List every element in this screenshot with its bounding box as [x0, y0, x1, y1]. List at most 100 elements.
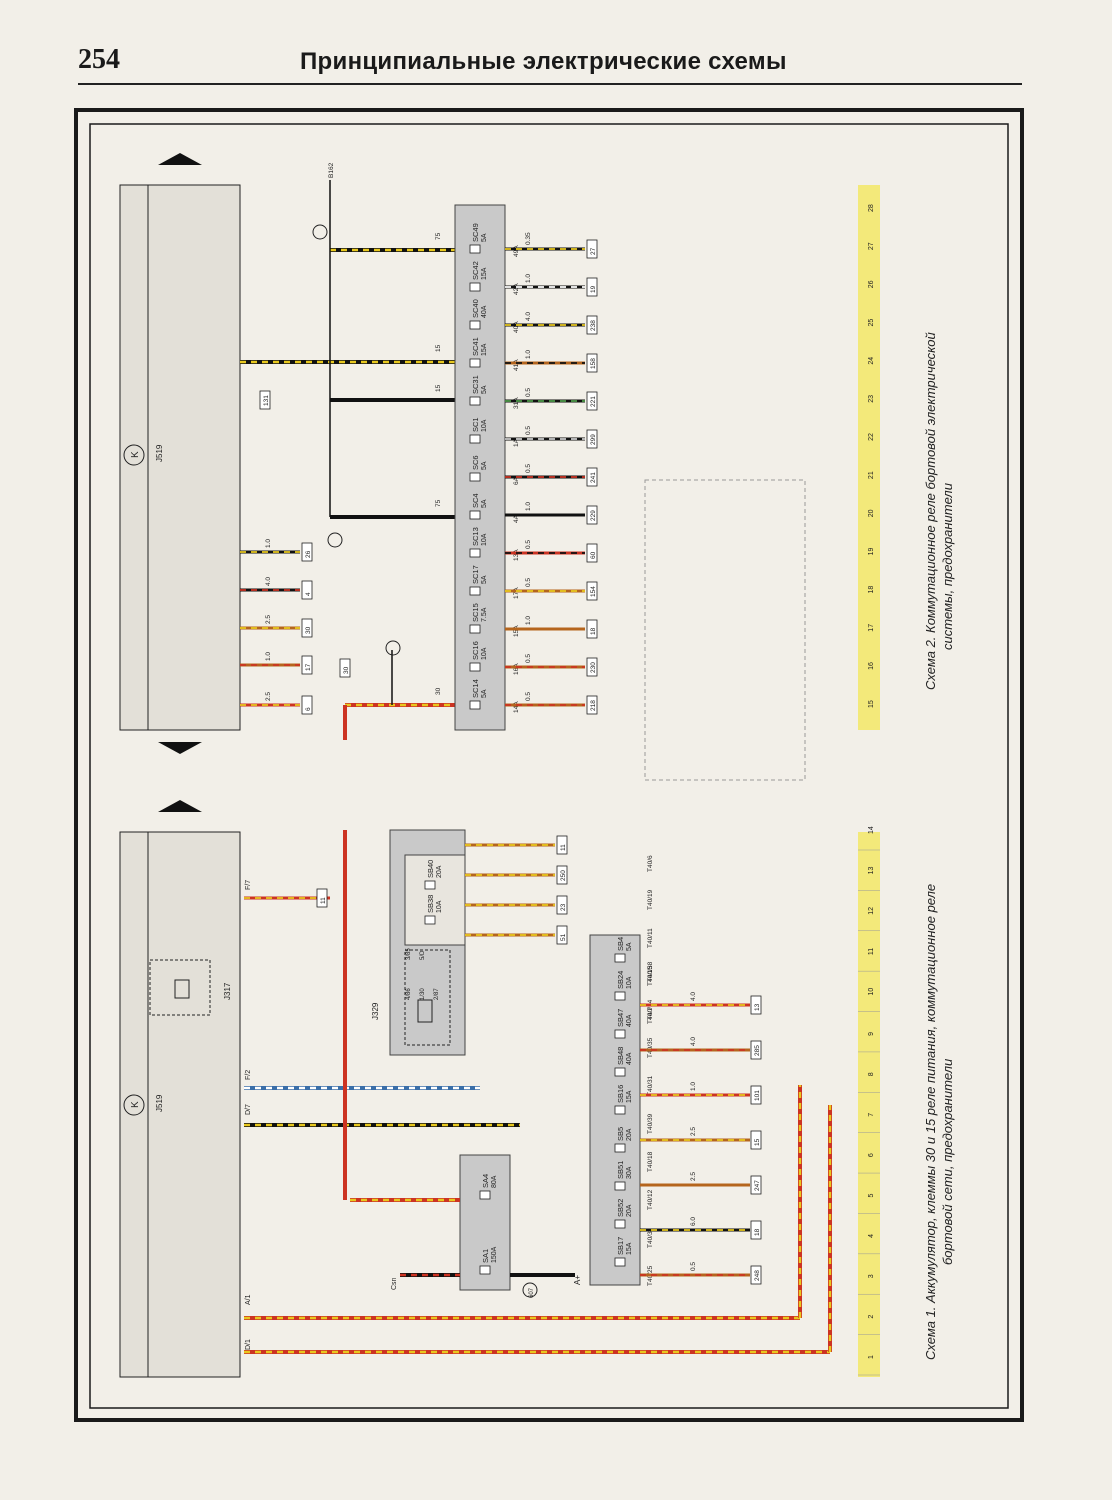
relay-pin-0: 4/86	[406, 988, 412, 1000]
ref-d2-up-3-box	[301, 580, 313, 600]
fuse-SC4-symbol	[469, 510, 481, 520]
fuse-SC16-id: SC16	[471, 641, 480, 660]
ref-d2-60: 60	[590, 551, 597, 559]
terminal-T40-11: T40/11	[647, 928, 654, 948]
ref-d2-19: 19	[590, 285, 597, 293]
ref-d2-up-4-box	[301, 542, 313, 562]
fuse-SB52-id: SB52	[616, 1199, 625, 1217]
relay-pin-3: 3/85	[406, 948, 412, 960]
ref-d2-218: 218	[590, 700, 597, 711]
grid-number-2-24: 24	[868, 357, 875, 365]
direction-arrow-2b	[158, 742, 202, 754]
grid-number-2-25: 25	[868, 319, 875, 327]
fuse-SC40-id: SC40	[471, 299, 480, 318]
bus-label-0: 30	[435, 687, 442, 695]
grid-number-1-13: 13	[868, 866, 875, 874]
grid-number-1-4: 4	[868, 1234, 875, 1238]
ref-d1-247: 247	[754, 1180, 761, 1191]
fuse-module-sc	[454, 204, 506, 731]
fuse-SB38-rating: 10A	[436, 900, 443, 913]
connector-F/2: F/2	[245, 1070, 252, 1080]
grid-number-2-15: 15	[868, 700, 875, 708]
fuse-SC4-rating: 5A	[481, 499, 488, 508]
wire-size-d1-0: 0.5	[690, 1262, 697, 1271]
ref-d2-154: 154	[590, 586, 597, 597]
wire-size-d2-up-1: 1.0	[265, 652, 272, 661]
grid-number-2-22: 22	[868, 433, 875, 441]
relay-j317-label: J317	[223, 982, 232, 1000]
fuse-SB47-symbol	[614, 1029, 626, 1039]
fuse-SC14-rating: 5A	[481, 689, 488, 698]
ref-d2-up-1: 17	[305, 663, 312, 671]
grid-number-2-16: 16	[868, 662, 875, 670]
grid-number-2-18: 18	[868, 586, 875, 594]
wire-size-d1-5: 4.0	[690, 1037, 697, 1046]
ref-d2-131-box	[259, 390, 271, 410]
terminal-T40-19: T40/19	[647, 889, 654, 910]
fuse-SC42-id: SC42	[471, 261, 480, 280]
grid-number-1-11: 11	[868, 948, 875, 955]
ref-d2-18-box	[586, 619, 598, 639]
fuse-SC6-rating: 5A	[481, 461, 488, 470]
terminal-T40-24: T40/24	[647, 999, 654, 1020]
node-circle-B165	[385, 640, 401, 656]
fuse-output-SC49: 49A	[513, 245, 520, 257]
fuse-SC1-rating: 10A	[481, 419, 488, 432]
fuse-SC49-symbol	[469, 244, 481, 254]
module-j519-body	[119, 831, 241, 1378]
ref-d1-248-box	[750, 1265, 762, 1285]
fuse-SB40-rating: 20A	[436, 865, 443, 878]
fuse-SB5-rating: 20A	[626, 1128, 633, 1141]
grid-number-1-12: 12	[868, 907, 875, 915]
ref-d2-238: 238	[590, 320, 597, 331]
fuse-SC17-id: SC17	[471, 565, 480, 584]
fuse-SB17-id: SB17	[616, 1237, 625, 1255]
fuse-SC1-symbol	[469, 434, 481, 444]
node-circle-B162	[312, 224, 328, 240]
connector-region	[644, 479, 806, 781]
fuse-SB4-symbol	[614, 953, 626, 963]
ref-d2-up-0-box	[301, 695, 313, 715]
relay-pin-1: 1/30	[420, 988, 426, 1000]
wire-size-d2-11: 1.0	[525, 274, 532, 283]
fuse-SB4-rating: 5A	[626, 942, 633, 951]
terminal-T40-7: T40/7	[647, 1007, 654, 1024]
ref-d1-250-box	[556, 865, 568, 885]
connector-D/7: D/7	[245, 1104, 252, 1115]
fuse-SC6-symbol	[469, 472, 481, 482]
wire-size-d1-3: 2.5	[690, 1127, 697, 1136]
bus-label-3: 15	[435, 344, 442, 352]
fuse-SA1-id: SA1	[481, 1249, 490, 1263]
terminal-T40-6: T40/6	[647, 855, 654, 872]
bus-label-1: 15	[435, 384, 442, 392]
connector-D/1: D/1	[245, 1339, 252, 1350]
caption-diagram-1-line2: бортовой сети, предохранители	[940, 1059, 955, 1265]
grid-number-2-17: 17	[868, 624, 875, 632]
fuse-SC40-symbol	[469, 320, 481, 330]
page-number: 254	[78, 44, 120, 75]
outer-frame	[74, 108, 1024, 1422]
ref-d1-23-box	[556, 895, 568, 915]
ref-d1-247-box	[750, 1175, 762, 1195]
fuse-SC13-id: SC13	[471, 527, 480, 546]
fuse-SC13-symbol	[469, 548, 481, 558]
module-k-icon-2	[123, 444, 145, 466]
module-id-2: J519	[155, 444, 164, 462]
ref-d1-13-box	[750, 995, 762, 1015]
fuse-SB38-symbol	[424, 915, 436, 925]
header-rule	[78, 83, 1022, 85]
ref-d1-51: 51	[560, 933, 567, 941]
wire-size-d2-10: 4.0	[525, 312, 532, 321]
wire-size-d2-1: 0.5	[525, 654, 532, 663]
fuse-SB16-rating: 15A	[626, 1090, 633, 1103]
ref-d1-18-box	[750, 1220, 762, 1240]
fuse-output-SC4: 4A	[513, 514, 520, 523]
ref-d1-11-box	[556, 835, 568, 855]
ref-d1-23: 23	[560, 903, 567, 911]
fuse-SB16-id: SB16	[616, 1085, 625, 1103]
fuse-SB5-id: SB5	[616, 1127, 625, 1141]
ref-d1-101-box	[750, 1085, 762, 1105]
bus-label-2: 75	[435, 499, 442, 507]
grid-number-1-1: 1	[868, 1355, 875, 1359]
fuse-SC14-id: SC14	[471, 679, 480, 698]
